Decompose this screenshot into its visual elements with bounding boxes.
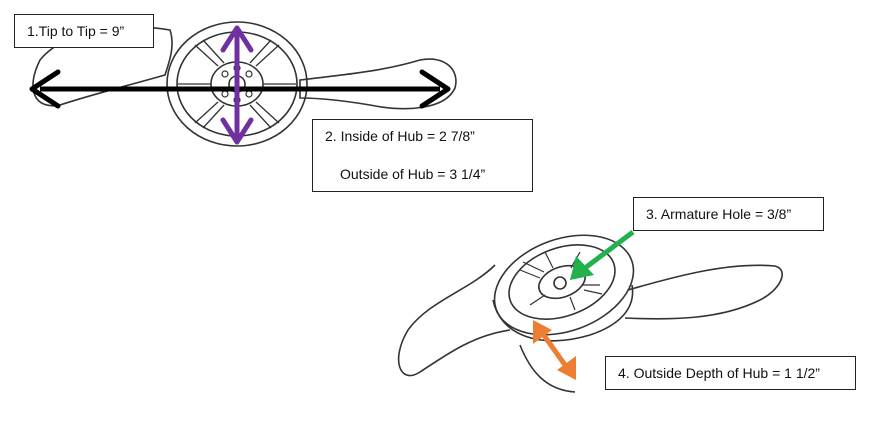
persp-armature-hole <box>553 276 567 290</box>
propeller-perspective-view <box>397 234 783 393</box>
persp-blade-right <box>624 264 783 320</box>
tip-to-tip-label-box: 1.Tip to Tip = 9” <box>14 14 154 48</box>
armature-hole-arrow <box>579 230 635 273</box>
top-hub-outer <box>166 21 308 147</box>
outside-depth-label-box: 4. Outside Depth of Hub = 1 1/2” <box>605 356 856 390</box>
outside-depth-label: 4. Outside Depth of Hub = 1 1/2” <box>618 365 820 381</box>
hub-arrowhead-top <box>220 25 254 53</box>
tip-arrowhead-left <box>29 69 61 109</box>
persp-blade-lower <box>519 344 576 393</box>
depth-arrowhead-top <box>533 320 552 344</box>
armature-hole-label-box: 3. Armature Hole = 3/8” <box>633 197 824 231</box>
tip-arrowhead-right <box>419 69 451 109</box>
hub-size-label-box: 2. Inside of Hub = 2 7/8” Outside of Hub… <box>312 119 533 192</box>
persp-hub-rim <box>508 244 616 320</box>
persp-hub-spokes <box>519 251 603 311</box>
hub-arrowhead-bottom <box>220 117 254 145</box>
persp-hub-side <box>492 284 634 342</box>
armature-arrowhead <box>570 256 594 280</box>
inside-hub-label: 2. Inside of Hub = 2 7/8” <box>325 128 475 144</box>
depth-arrowhead-bottom <box>557 356 576 380</box>
outside-hub-label: Outside of Hub = 3 1/4” <box>340 166 486 182</box>
tip-to-tip-label: 1.Tip to Tip = 9” <box>27 23 125 39</box>
persp-blade-left <box>397 264 511 377</box>
armature-hole-label: 3. Armature Hole = 3/8” <box>646 206 792 222</box>
top-hub-spokes <box>178 39 296 129</box>
top-blade-right <box>299 58 457 110</box>
